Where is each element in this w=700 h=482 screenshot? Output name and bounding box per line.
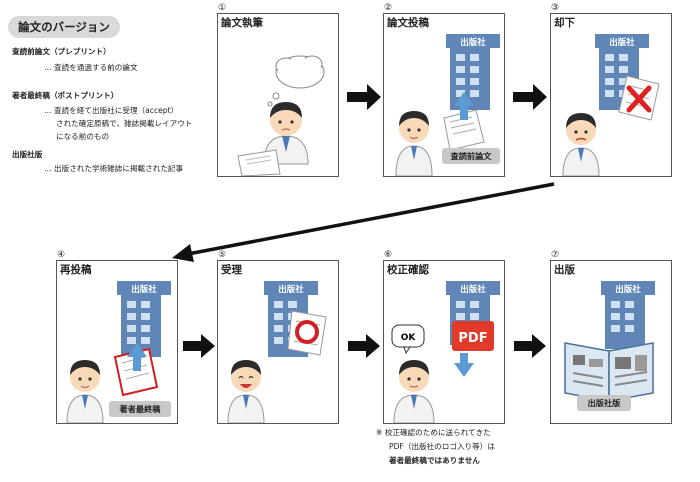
version-badge-postprint: 著者最終稿 [109,401,171,417]
legend-desc-postprint-1: … 査読を経て出版社に受理（accept） [44,106,179,115]
step-panel-proof-check: 校正確認 出版社 PDF OK [383,260,505,424]
publisher-sign: 出版社 [615,284,641,295]
happy-researcher-icon [227,360,265,423]
flow-arrow-1-to-2 [347,84,381,110]
step-title: 論文投稿 [387,17,429,29]
download-arrow-icon [454,353,474,377]
step-panel-submission: 論文投稿 出版社 査読前論文 [383,13,505,177]
publisher-building-icon [117,281,171,357]
step-title: 受理 [221,264,242,276]
upload-arrow-icon [127,343,147,371]
worried-researcher-icon [562,113,600,176]
researcher-icon [66,360,104,423]
flow-arrow-4-to-5 [183,334,215,358]
accepted-paper-icon [287,310,327,356]
proof-note-line-1: ※ 校正確認のために送られてきた [376,428,491,437]
step-number-1: ① [218,3,227,13]
upload-arrow-icon [454,92,474,120]
legend-term-publisher-version: 出版社版 [12,150,43,159]
step-number-7: ⑦ [551,250,560,260]
step-title: 論文執筆 [221,17,263,29]
step-panel-rejection: 却下 出版社 [550,13,672,177]
proof-note-line-2: PDF（出版社のロゴ入り等）は [389,442,495,451]
step-number-2: ② [384,3,393,13]
legend-term-postprint: 著者最終稿（ポストプリント） [12,91,119,100]
step-panel-publication: 出版 出版社 出版社版 [550,260,672,424]
legend-term-preprint: 査読前論文（プレプリント） [12,47,111,56]
step-number-5: ⑤ [218,250,227,260]
publisher-sign: 出版社 [278,284,304,295]
flow-arrow-5-to-6 [348,334,380,358]
publisher-sign: 出版社 [460,37,486,48]
step-panel-writing: 論文執筆 [217,13,339,177]
pdf-file-icon: PDF [452,321,494,351]
thought-cloud-icon [267,55,325,107]
flow-arrow-2-to-3 [513,84,547,110]
step-title: 校正確認 [387,264,429,276]
publisher-building-icon [601,281,655,349]
thinking-researcher-illustration [237,55,325,176]
legend-desc-postprint-3: になる前のもの [56,132,110,141]
step-panel-acceptance: 受理 出版社 [217,260,339,424]
step-number-4: ④ [57,250,66,260]
svg-text:PDF: PDF [458,331,487,346]
flow-arrow-3-to-4 [172,182,555,262]
publisher-building-icon [446,34,500,110]
researcher-icon [393,360,435,423]
reject-cross-icon [626,85,652,113]
step-number-6: ⑥ [384,250,393,260]
step-title: 再投稿 [60,264,92,276]
proof-note-line-3: 著者最終稿ではありません [389,456,480,465]
open-journal-icon [564,342,654,402]
revised-paper-icon [113,347,159,397]
svg-text:OK: OK [401,333,417,343]
paper-icon [237,149,281,176]
publisher-sign: 出版社 [609,37,635,48]
speech-bubble-icon: OK [391,324,425,355]
step-panel-resubmission: 再投稿 出版社 著者最終稿 [56,260,178,424]
step-title: 却下 [554,17,575,29]
legend-desc-publisher-version: … 出版された学術雑誌に掲載された記事 [44,164,184,173]
legend-desc-preprint: … 査読を通過する前の論文 [44,63,138,72]
step-title: 出版 [554,264,575,276]
step-number-3: ③ [551,3,560,13]
flow-arrow-6-to-7 [514,334,546,358]
legend-title: 論文のバージョン [8,16,120,38]
researcher-icon [395,111,433,176]
version-badge-preprint: 査読前論文 [442,148,500,164]
publisher-sign: 出版社 [131,284,157,295]
version-badge-published: 出版社版 [577,395,631,411]
legend-desc-postprint-2: された確定原稿で、雑誌掲載レイアウト [56,119,193,128]
accept-circle-icon [295,320,319,344]
publisher-sign: 出版社 [460,284,486,295]
